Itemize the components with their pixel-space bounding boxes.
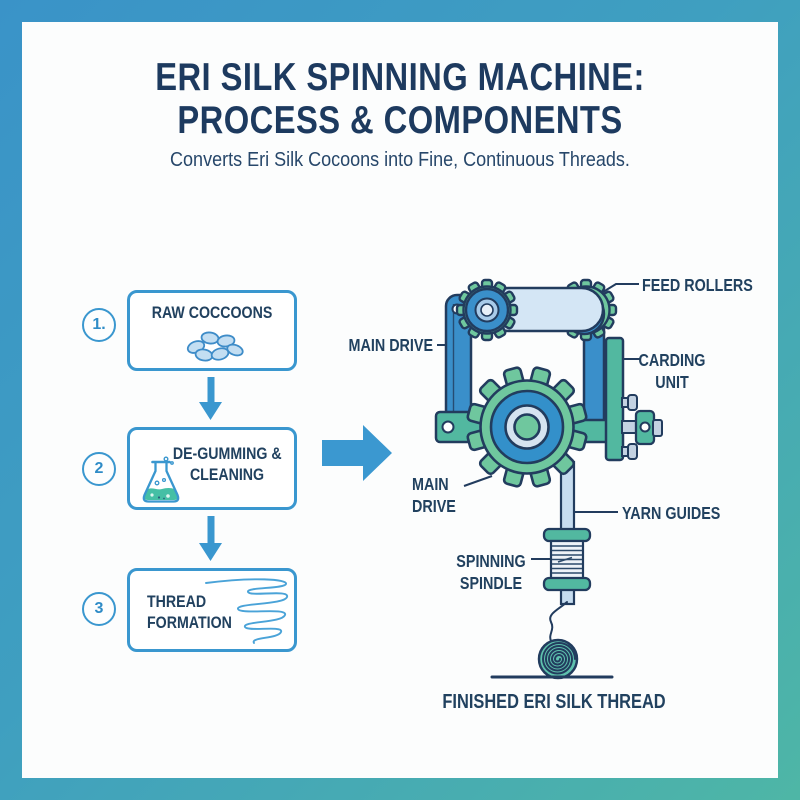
label-main-drive-upper: MAIN DRIVE xyxy=(348,335,434,355)
step-2-label-line-2: CLEANING xyxy=(189,466,265,484)
step-3-number-badge: 3 xyxy=(82,592,116,626)
machine-diagram xyxy=(434,278,663,680)
label-carding-line-2: UNIT xyxy=(655,372,689,392)
carding-frame-bar xyxy=(604,336,625,462)
title-line-1: ERI SILK SPINNING MACHINE: xyxy=(155,56,645,99)
label-carding-line-1: CARDING xyxy=(638,350,706,370)
step-1-number: 1. xyxy=(92,316,106,333)
step-2-label: DE-GUMMING & CLEANING xyxy=(164,444,290,486)
step-3-label-line-1: THREAD xyxy=(147,593,207,611)
title-line-2: PROCESS & COMPONENTS xyxy=(177,99,623,142)
step-2-number: 2 xyxy=(94,460,104,477)
step-2-label-line-1: DE-GUMMING & xyxy=(172,445,282,463)
label-main-drive-lower-line-1: MAIN xyxy=(412,474,449,494)
label-spindle-line-2: SPINDLE xyxy=(459,573,523,593)
right-arrow-icon xyxy=(322,425,392,481)
flask-icon xyxy=(142,456,180,503)
label-finished-thread: FINISHED ERI SILK THREAD xyxy=(442,691,666,713)
step-1-number-badge: 1. xyxy=(82,308,116,342)
label-main-drive-lower: MAIN DRIVE xyxy=(412,473,456,517)
step-3-label: THREAD FORMATION xyxy=(147,592,246,634)
step-2-box: DE-GUMMING & CLEANING xyxy=(127,427,297,510)
down-arrow-icon xyxy=(199,516,222,561)
feed-roller-gear-left xyxy=(455,278,519,342)
label-carding-unit: CARDING UNIT xyxy=(635,349,709,393)
label-spindle-line-1: SPINNING xyxy=(456,551,526,571)
label-spinning-spindle: SPINNING SPINDLE xyxy=(454,550,528,594)
cocoons-icon xyxy=(186,331,244,362)
carding-unit-assembly xyxy=(621,394,663,460)
thread-coil-icon xyxy=(537,638,579,680)
step-1-box: RAW COCCOONS xyxy=(127,290,297,371)
page-subtitle: Converts Eri Silk Cocoons into Fine, Con… xyxy=(170,149,630,171)
thread-scribble-icon xyxy=(205,578,288,644)
down-arrow-icon xyxy=(199,377,222,420)
label-feed-rollers: FEED ROLLERS xyxy=(642,275,753,295)
step-2-number-badge: 2 xyxy=(82,452,116,486)
step-1-label: RAW COCCOONS xyxy=(151,304,273,322)
label-yarn-guides: YARN GUIDES xyxy=(622,503,721,523)
step-3-box: THREAD FORMATION xyxy=(127,568,297,652)
page-title: ERI SILK SPINNING MACHINE: PROCESS & COM… xyxy=(0,56,800,142)
step-3-number: 3 xyxy=(94,600,104,617)
step-3-label-line-2: FORMATION xyxy=(147,614,232,632)
main-drive-gear xyxy=(466,366,588,488)
spinning-spindle xyxy=(542,527,592,592)
canvas-background xyxy=(22,22,778,778)
label-main-drive-lower-line-2: DRIVE xyxy=(412,496,456,516)
falling-thread-line xyxy=(549,601,568,642)
